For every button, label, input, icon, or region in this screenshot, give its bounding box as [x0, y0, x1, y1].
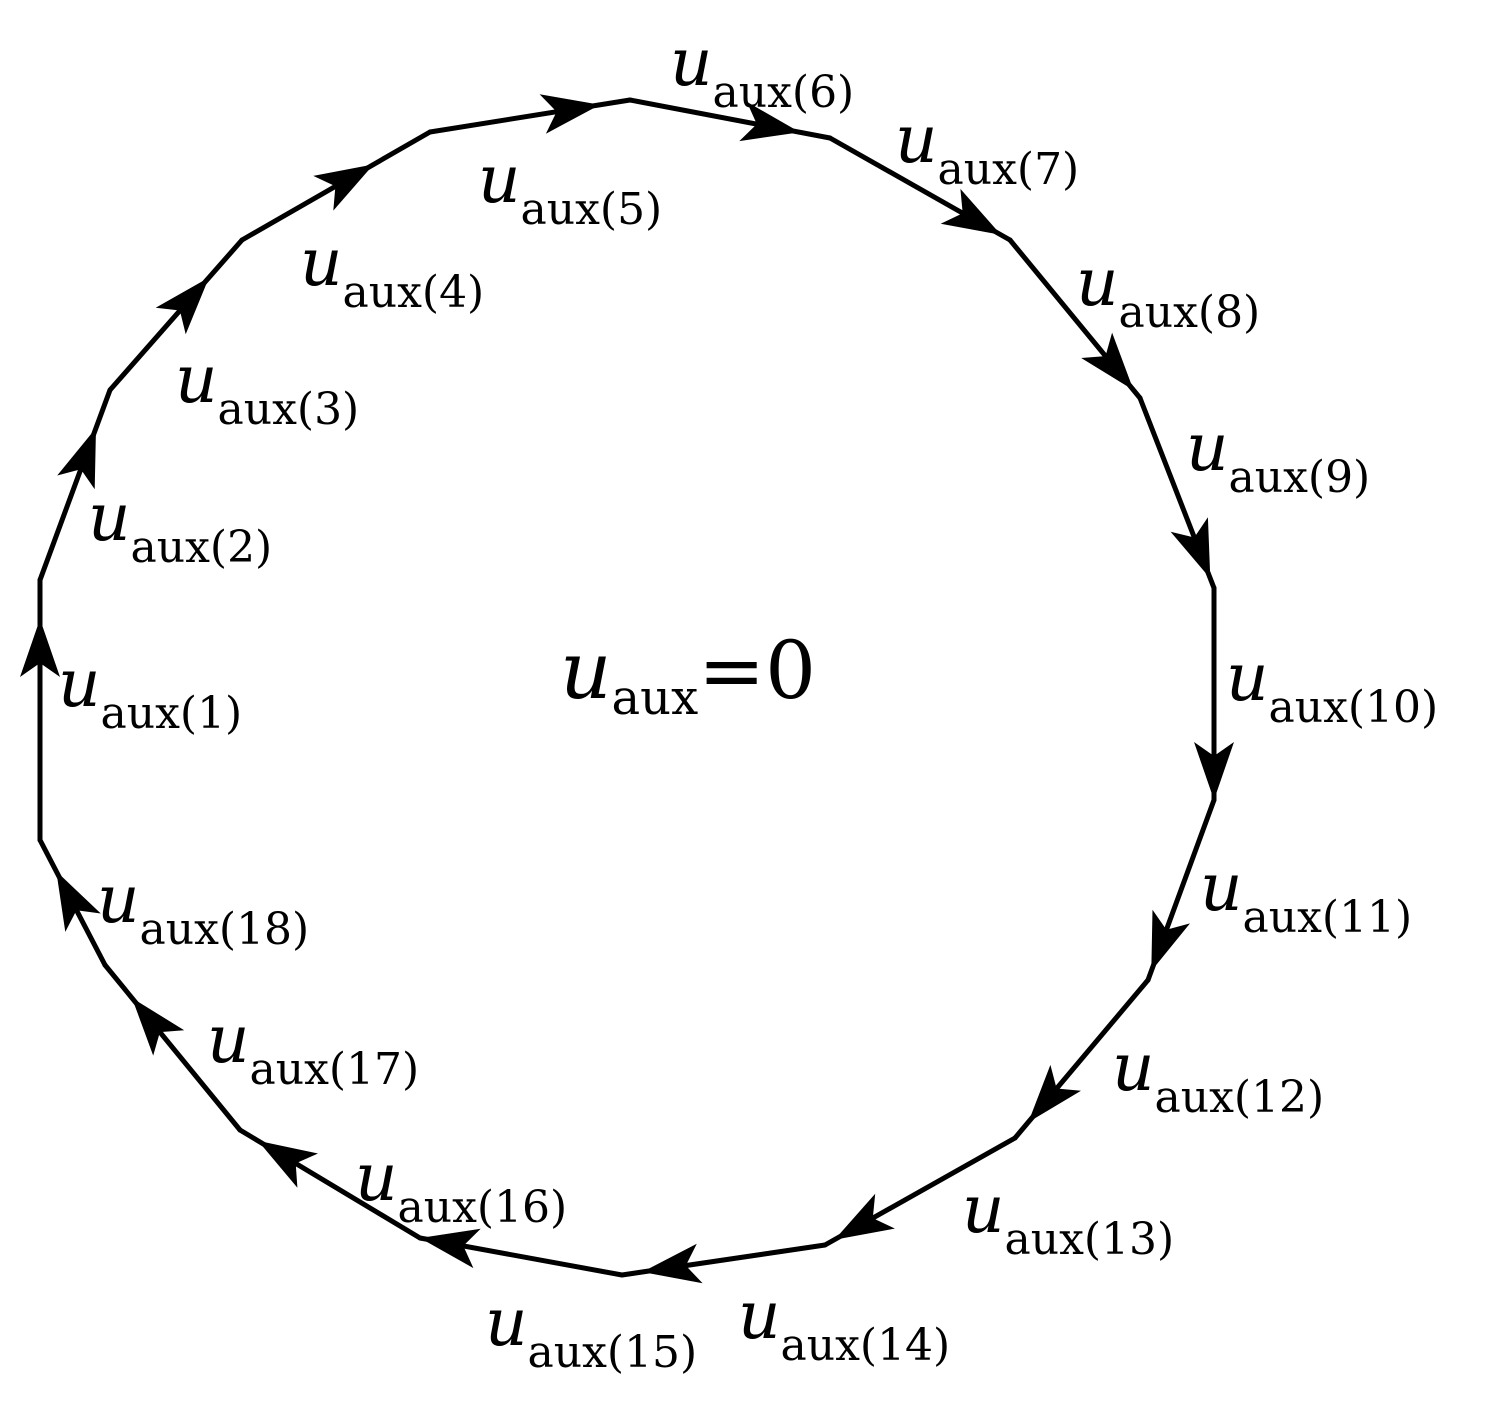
- segment-label-6: uaux(6): [670, 24, 854, 118]
- segment-label-18: uaux(18): [97, 861, 309, 955]
- segment-label-subscript: aux(8): [1119, 287, 1261, 338]
- arrowhead-13: [834, 1193, 895, 1240]
- segment-label-subscript: aux(16): [398, 1182, 568, 1233]
- arrowhead-16: [258, 1140, 318, 1188]
- center-label: uaux=0: [560, 624, 816, 726]
- arrowhead-12: [1028, 1064, 1081, 1123]
- segment-label-symbol: u: [1112, 1029, 1155, 1106]
- segment-label-symbol: u: [478, 141, 521, 218]
- segment-label-15: uaux(15): [485, 1284, 697, 1378]
- segment-label-symbol: u: [1226, 639, 1269, 716]
- segment-label-symbol: u: [58, 645, 101, 722]
- arrowhead-1: [20, 619, 60, 677]
- segment-labels: uaux(1)uaux(2)uaux(3)uaux(4)uaux(5)uaux(…: [58, 24, 1438, 1378]
- segment-label-subscript: aux(5): [521, 184, 663, 235]
- segment-label-symbol: u: [88, 479, 131, 556]
- segment-label-subscript: aux(15): [528, 1327, 698, 1378]
- segment-label-11: uaux(11): [1200, 849, 1412, 943]
- segment-label-subscript: aux(12): [1155, 1072, 1325, 1123]
- segment-label-1: uaux(1): [58, 645, 242, 739]
- vector-segment-3: [107, 237, 245, 393]
- segment-label-subscript: aux(4): [343, 267, 485, 318]
- arrowhead-11: [1151, 909, 1190, 971]
- segment-label-17: uaux(17): [207, 1001, 419, 1095]
- segment-label-subscript: aux(13): [1005, 1214, 1175, 1265]
- arrowhead-18: [56, 871, 101, 932]
- segment-label-symbol: u: [485, 1284, 528, 1361]
- arrowhead-3: [155, 277, 209, 335]
- segment-label-subscript: aux(3): [218, 384, 360, 435]
- segment-label-subscript: aux(2): [131, 522, 273, 573]
- arrowhead-15: [420, 1228, 481, 1269]
- vector-segment-17: [102, 962, 243, 1133]
- vector-arrowheads: [20, 94, 1234, 1284]
- arrowhead-17: [132, 998, 185, 1056]
- center-label-subscript: aux: [612, 670, 699, 726]
- segment-label-7: uaux(7): [895, 101, 1079, 195]
- segment-label-3: uaux(3): [175, 341, 359, 435]
- segment-label-symbol: u: [738, 1277, 781, 1354]
- segment-label-symbol: u: [175, 341, 218, 418]
- segment-label-5: uaux(5): [478, 141, 662, 235]
- segment-label-subscript: aux(9): [1229, 452, 1371, 503]
- segment-label-symbol: u: [1200, 849, 1243, 926]
- segment-label-symbol: u: [1186, 409, 1229, 486]
- arrowhead-4: [313, 164, 374, 211]
- segment-label-symbol: u: [355, 1139, 398, 1216]
- segment-label-10: uaux(10): [1226, 639, 1438, 733]
- segment-label-12: uaux(12): [1112, 1029, 1324, 1123]
- arrowhead-9: [1170, 517, 1211, 579]
- segment-label-symbol: u: [962, 1171, 1005, 1248]
- segment-label-subscript: aux(1): [101, 688, 243, 739]
- segment-label-symbol: u: [1076, 244, 1119, 321]
- center-label-value: =0: [698, 624, 816, 717]
- segment-label-subscript: aux(6): [713, 67, 855, 118]
- segment-label-16: uaux(16): [355, 1139, 567, 1233]
- segment-label-subscript: aux(10): [1269, 682, 1439, 733]
- segment-label-subscript: aux(17): [250, 1044, 420, 1095]
- segment-label-symbol: u: [207, 1001, 250, 1078]
- vector-segment-2: [37, 387, 113, 583]
- segment-label-subscript: aux(11): [1243, 892, 1413, 943]
- arrowhead-8: [1081, 332, 1134, 391]
- segment-label-14: uaux(14): [738, 1277, 950, 1371]
- arrowhead-7: [940, 188, 1001, 235]
- segment-label-4: uaux(4): [300, 224, 484, 318]
- segment-label-symbol: u: [97, 861, 140, 938]
- segment-label-subscript: aux(14): [781, 1320, 951, 1371]
- segment-label-13: uaux(13): [962, 1171, 1174, 1265]
- arrowhead-14: [642, 1243, 703, 1284]
- arrowhead-6: [739, 101, 800, 142]
- center-label-symbol: u: [560, 624, 612, 717]
- segment-label-subscript: aux(7): [938, 144, 1080, 195]
- segment-label-symbol: u: [670, 24, 713, 101]
- segment-label-subscript: aux(18): [140, 904, 310, 955]
- arrowhead-10: [1194, 742, 1234, 800]
- arrowhead-5: [539, 94, 600, 134]
- arrowhead-2: [57, 428, 96, 490]
- segment-label-symbol: u: [300, 224, 343, 301]
- segment-label-9: uaux(9): [1186, 409, 1370, 503]
- segment-label-8: uaux(8): [1076, 244, 1260, 338]
- segment-label-2: uaux(2): [88, 479, 272, 573]
- segment-label-symbol: u: [895, 101, 938, 178]
